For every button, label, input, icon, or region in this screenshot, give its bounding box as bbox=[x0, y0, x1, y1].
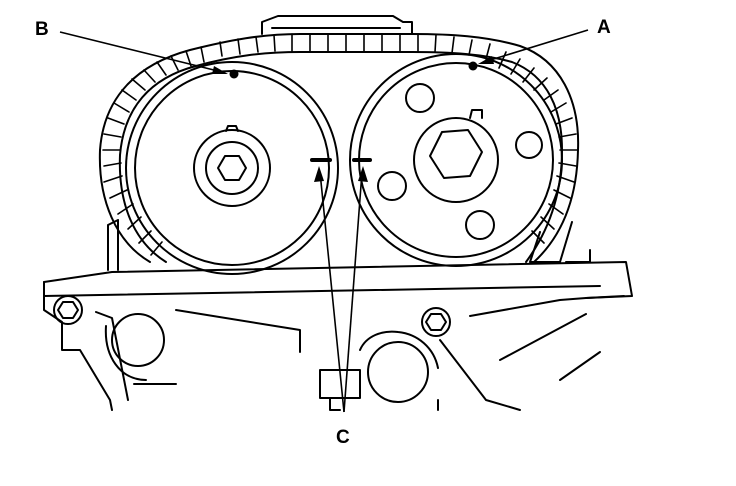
callout-label-c: C bbox=[336, 427, 350, 448]
callout-label-b: B bbox=[35, 19, 49, 40]
cylinder-head bbox=[43, 261, 633, 411]
timing-dot-a bbox=[468, 61, 478, 71]
center-bolt-head bbox=[421, 307, 451, 337]
timing-chain bbox=[98, 33, 580, 263]
left-bolt-head bbox=[53, 295, 83, 325]
left-cam-sprocket bbox=[125, 61, 339, 275]
leader-line-c-right bbox=[343, 171, 363, 413]
leader-line-c-left bbox=[319, 171, 345, 413]
sprocket-hole bbox=[405, 83, 435, 113]
leader-line-a bbox=[483, 29, 589, 63]
sprocket-hole bbox=[465, 210, 495, 240]
sprocket-hole bbox=[515, 131, 543, 159]
chain-guide-top bbox=[261, 15, 413, 35]
callout-label-a: A bbox=[597, 17, 611, 38]
arrowhead-c-right bbox=[358, 166, 368, 182]
timing-dot-b bbox=[229, 69, 239, 79]
sprocket-hole bbox=[377, 171, 407, 201]
chain-tensioner-shoe bbox=[529, 221, 573, 263]
arrowhead-b bbox=[212, 66, 228, 74]
arrowhead-a bbox=[478, 56, 494, 64]
rear-housing-outline bbox=[107, 219, 591, 271]
cam-journal-left bbox=[111, 313, 165, 367]
right-cam-sprocket bbox=[349, 53, 563, 267]
leader-line-b bbox=[59, 31, 223, 73]
arrowhead-c-left bbox=[314, 166, 324, 182]
